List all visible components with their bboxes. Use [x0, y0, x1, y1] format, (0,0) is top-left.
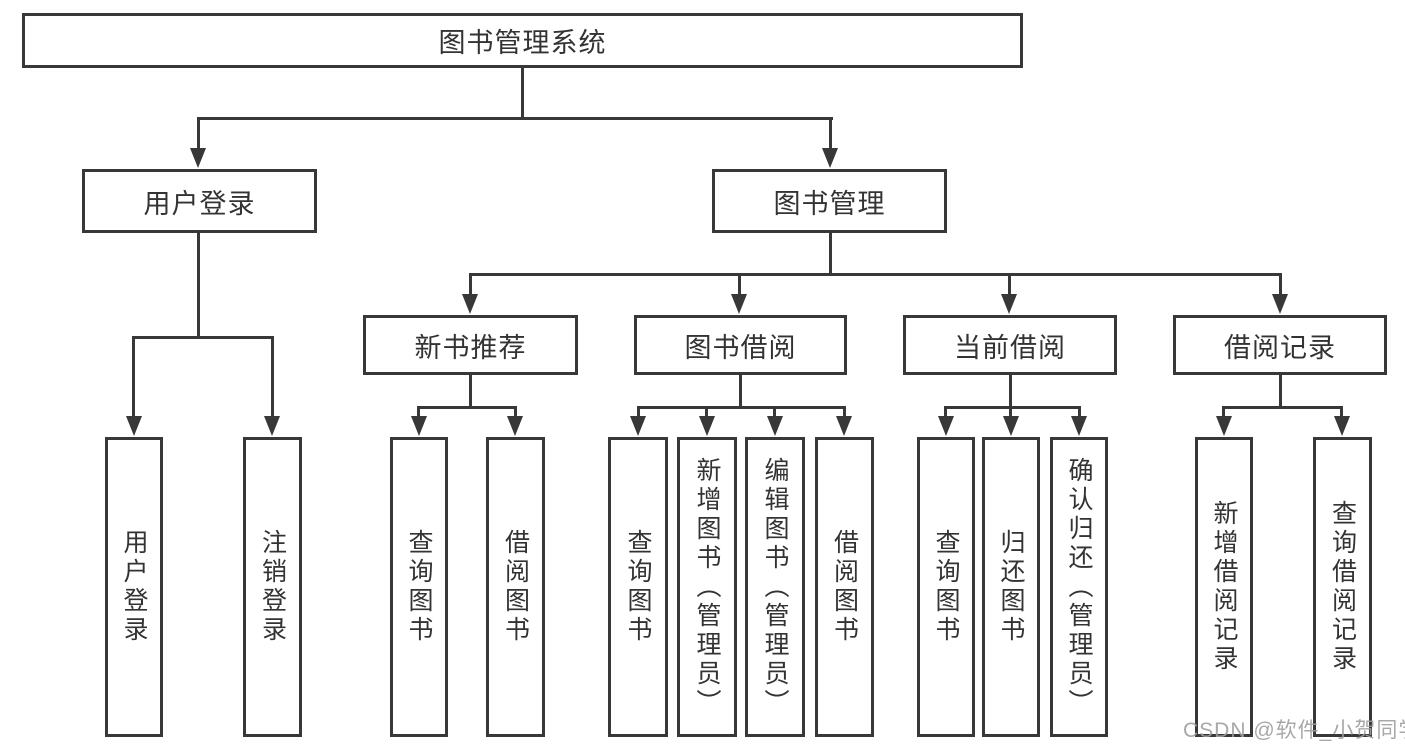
leaf-borrow-edit-book-admin-label: 编辑图书（管理员） — [761, 456, 789, 718]
arrow-down-icon — [836, 416, 852, 436]
arrow-down-icon — [938, 416, 954, 436]
connector-borrow-records-drop — [1279, 375, 1282, 409]
connector-book-borrow-horizontal — [637, 406, 846, 409]
root-node-label: 图书管理系统 — [438, 28, 607, 58]
leaf-current-query: 查询图书 — [917, 437, 975, 737]
connector-level3-horizontal — [469, 273, 1282, 276]
leaf-logout-label: 注销登录 — [258, 529, 287, 645]
leaf-logout: 注销登录 — [243, 437, 302, 737]
arrow-down-icon — [190, 148, 206, 168]
leaf-records-add: 新增借阅记录 — [1195, 437, 1253, 737]
leaf-current-query-label: 查询图书 — [932, 529, 960, 645]
connector-root-horizontal — [197, 117, 833, 120]
leaf-newbooks-borrow-label: 借阅图书 — [501, 529, 530, 645]
connector-to-borrow-records — [1279, 273, 1282, 297]
arrow-down-icon — [1071, 416, 1087, 436]
connector-leaf-stub — [1222, 406, 1225, 420]
node-book-management: 图书管理 — [712, 169, 947, 233]
csdn-watermark: CSDN @软件_小贺同学 — [1183, 719, 1405, 742]
connector-to-user-login — [197, 117, 200, 151]
connector-leaf-stub — [944, 406, 947, 420]
connector-to-current-borrow — [1008, 273, 1011, 297]
connector-to-logout-leaf — [271, 336, 274, 418]
leaf-newbooks-query: 查询图书 — [390, 437, 448, 737]
connector-user-login-drop — [197, 233, 200, 339]
connector-leaf-stub — [1340, 406, 1343, 420]
leaf-borrow-add-book-admin: 新增图书（管理员） — [677, 437, 737, 737]
arrow-down-icon — [1216, 416, 1232, 436]
connector-to-new-books — [469, 273, 472, 297]
node-user-login-label: 用户登录 — [143, 188, 256, 219]
arrow-down-icon — [699, 416, 715, 436]
connector-book-mgmt-drop — [829, 233, 832, 276]
arrow-down-icon — [1272, 294, 1288, 314]
node-book-borrowing: 图书借阅 — [634, 315, 847, 375]
leaf-borrow-borrow-book-label: 借阅图书 — [830, 529, 859, 645]
leaf-current-return: 归还图书 — [982, 437, 1040, 737]
connector-leaf-stub — [843, 406, 846, 420]
connector-leaf-stub — [637, 406, 640, 420]
connector-leaf-stub — [1078, 406, 1081, 420]
node-borrow-records-label: 借阅记录 — [1224, 332, 1336, 363]
leaf-borrow-edit-book-admin: 编辑图书（管理员） — [745, 437, 805, 737]
leaf-records-add-label: 新增借阅记录 — [1210, 500, 1238, 674]
arrow-down-icon — [462, 294, 478, 314]
connector-current-borrow-drop — [1009, 375, 1012, 409]
node-current-borrowing: 当前借阅 — [903, 315, 1117, 375]
connector-leaf-stub — [417, 406, 420, 420]
connector-to-book-mgmt — [829, 117, 832, 151]
arrow-down-icon — [822, 148, 838, 168]
connector-to-book-borrow — [738, 273, 741, 297]
node-book-management-label: 图书管理 — [773, 188, 886, 219]
leaf-newbooks-query-label: 查询图书 — [405, 529, 433, 645]
leaf-records-query-label: 查询借阅记录 — [1328, 500, 1357, 674]
arrow-down-icon — [1334, 416, 1350, 436]
connector-leaf-stub — [773, 406, 776, 420]
leaf-user-login-label: 用户登录 — [120, 529, 148, 645]
connector-leaf-stub — [514, 406, 517, 420]
arrow-down-icon — [731, 294, 747, 314]
leaf-borrow-add-book-admin-label: 新增图书（管理员） — [693, 456, 721, 718]
leaf-borrow-borrow-book: 借阅图书 — [815, 437, 874, 737]
leaf-user-login: 用户登录 — [105, 437, 163, 737]
leaf-records-query: 查询借阅记录 — [1313, 437, 1372, 737]
connector-current-borrow-horizontal — [944, 406, 1081, 409]
leaf-current-confirm-return-admin-label: 确认归还（管理员） — [1065, 456, 1093, 718]
arrow-down-icon — [126, 416, 142, 436]
arrow-down-icon — [264, 416, 280, 436]
leaf-newbooks-borrow: 借阅图书 — [486, 437, 545, 737]
node-borrow-records: 借阅记录 — [1173, 315, 1387, 375]
node-current-borrowing-label: 当前借阅 — [954, 332, 1066, 363]
connector-borrow-records-horizontal — [1222, 406, 1343, 409]
arrow-down-icon — [507, 416, 523, 436]
arrow-down-icon — [411, 416, 427, 436]
node-user-login: 用户登录 — [82, 169, 317, 233]
arrow-down-icon — [1003, 416, 1019, 436]
connector-leaf-stub — [705, 406, 708, 420]
node-new-book-recommend: 新书推荐 — [363, 315, 578, 375]
connector-root-drop — [521, 68, 524, 118]
leaf-current-confirm-return-admin: 确认归还（管理员） — [1050, 437, 1108, 737]
arrow-down-icon — [1001, 294, 1017, 314]
root-node-library-system: 图书管理系统 — [22, 13, 1023, 68]
connector-book-borrow-drop — [739, 375, 742, 409]
leaf-borrow-query: 查询图书 — [608, 437, 668, 737]
leaf-borrow-query-label: 查询图书 — [624, 529, 652, 645]
connector-to-login-leaf — [132, 336, 135, 418]
node-new-book-recommend-label: 新书推荐 — [414, 332, 527, 363]
arrow-down-icon — [767, 416, 783, 436]
arrow-down-icon — [630, 416, 646, 436]
connector-new-books-horizontal — [417, 406, 517, 409]
connector-new-books-drop — [469, 375, 472, 409]
node-book-borrowing-label: 图书借阅 — [684, 332, 797, 363]
connector-user-login-horizontal — [132, 336, 274, 339]
leaf-current-return-label: 归还图书 — [997, 529, 1025, 645]
connector-leaf-stub — [1009, 406, 1012, 420]
